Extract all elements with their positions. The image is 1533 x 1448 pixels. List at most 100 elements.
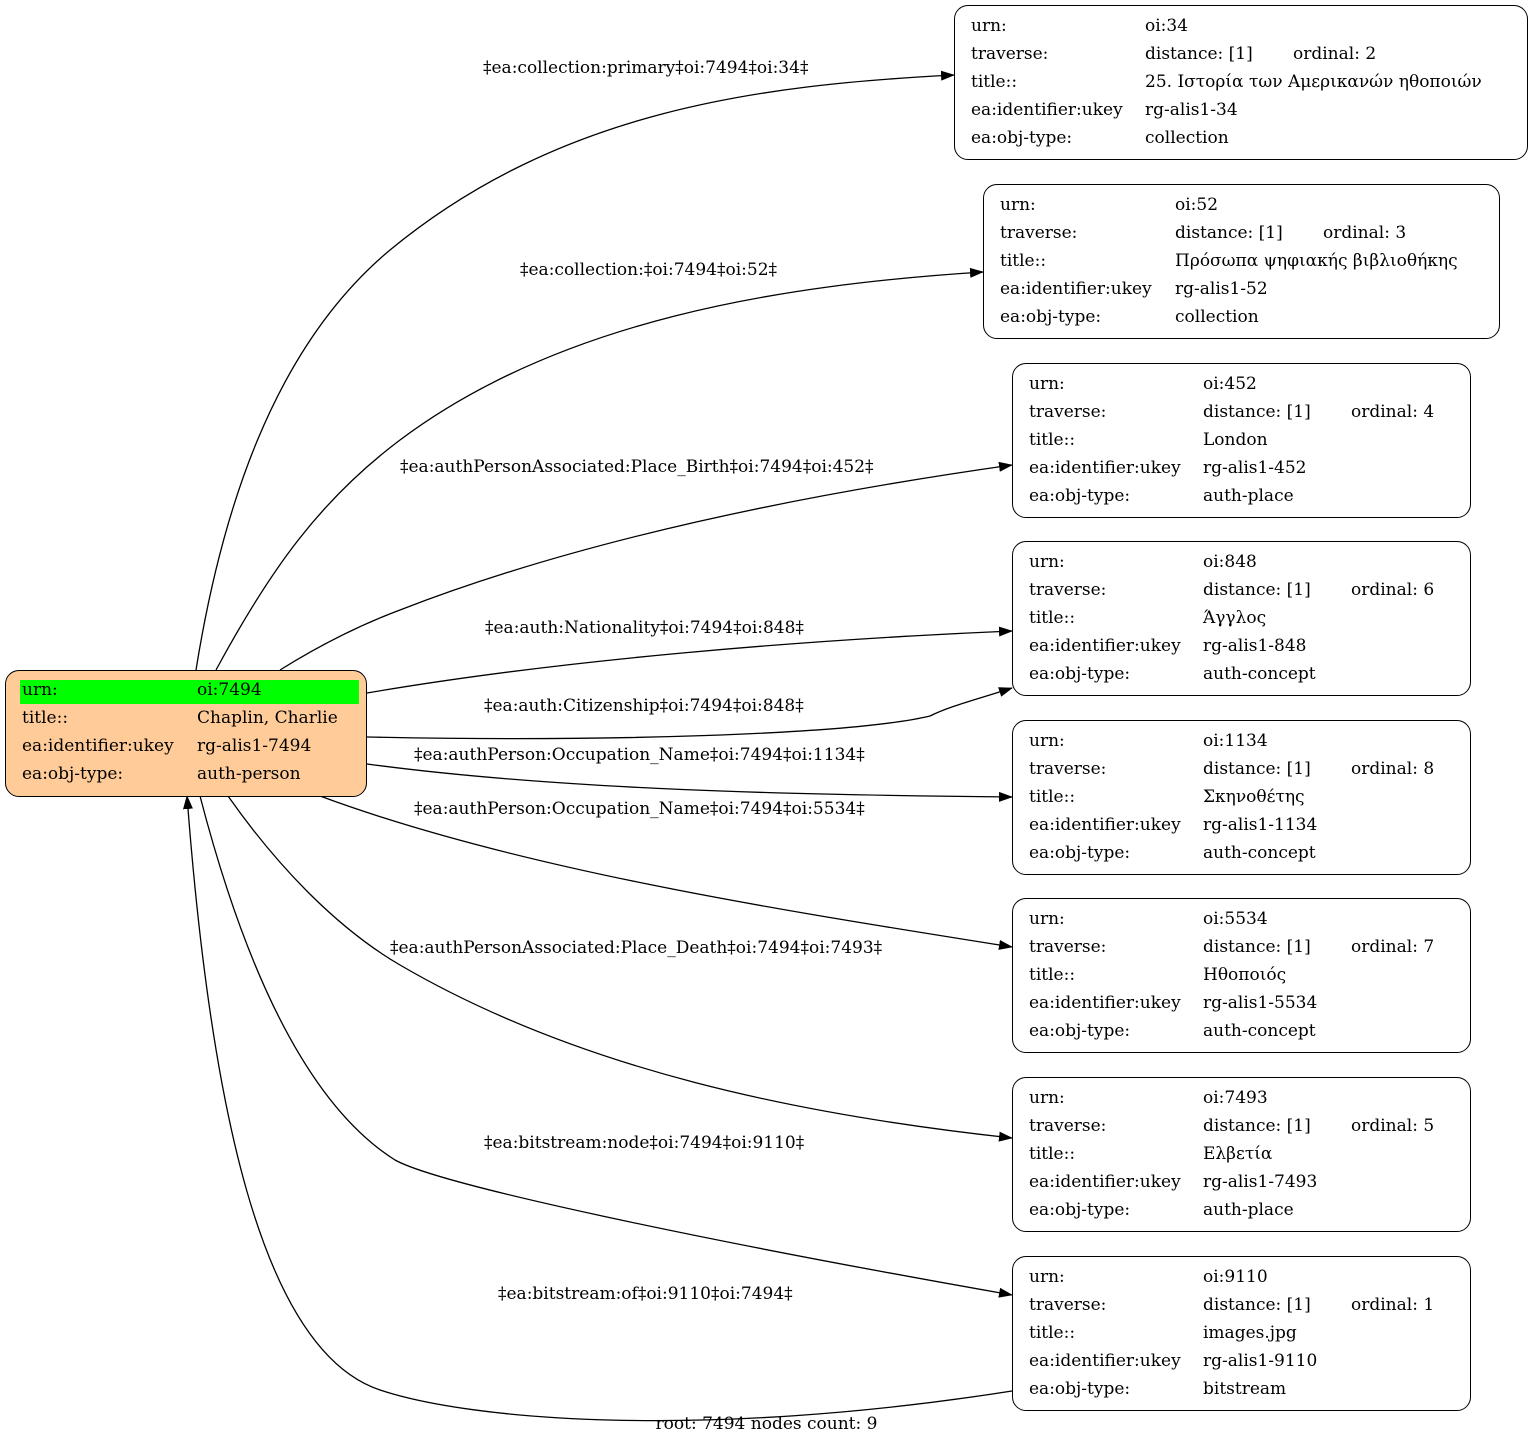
- title-key: title::: [1029, 430, 1076, 450]
- ukey-value: rg-alis1-34: [1145, 100, 1238, 120]
- edge-label-occupation-5534: ‡ea:authPerson:Occupation_Name‡oi:7494‡o…: [414, 799, 865, 819]
- root-urn-value: oi:7494: [197, 680, 262, 700]
- edge-place-death: [227, 795, 1013, 1142]
- title-value: Άγγλος: [1203, 608, 1267, 628]
- traverse-key: traverse:: [971, 44, 1049, 64]
- node-oi-452[interactable]: urn:oi:452 traverse:distance: [1]ordinal…: [1012, 363, 1471, 518]
- ukey-value: rg-alis1-452: [1203, 458, 1307, 478]
- urn-value: oi:452: [1203, 374, 1257, 394]
- urn-key: urn:: [1029, 552, 1065, 572]
- ordinal-value: ordinal: 4: [1351, 402, 1435, 422]
- urn-value: oi:7493: [1203, 1088, 1268, 1108]
- type-key: ea:obj-type:: [1029, 1021, 1131, 1041]
- type-value: collection: [1175, 307, 1259, 327]
- ukey-key: ea:identifier:ukey: [1029, 1172, 1181, 1192]
- title-value: London: [1203, 430, 1268, 450]
- edge-label-nationality: ‡ea:auth:Nationality‡oi:7494‡oi:848‡: [485, 618, 804, 638]
- title-value: Ελβετία: [1203, 1144, 1273, 1164]
- edge-label-place-death: ‡ea:authPersonAssociated:Place_Death‡oi:…: [390, 938, 883, 958]
- root-node[interactable]: urn: oi:7494 title:: Chaplin, Charlie ea…: [5, 670, 367, 797]
- title-key: title::: [971, 72, 1018, 92]
- type-key: ea:obj-type:: [1029, 486, 1131, 506]
- root-ukey-value: rg-alis1-7494: [197, 736, 312, 756]
- ukey-value: rg-alis1-5534: [1203, 993, 1318, 1013]
- type-value: auth-concept: [1203, 843, 1316, 863]
- type-value: bitstream: [1203, 1379, 1287, 1399]
- root-row-urn: urn: oi:7494: [6, 676, 366, 704]
- urn-key: urn:: [1029, 374, 1065, 394]
- ukey-key: ea:identifier:ukey: [1029, 458, 1181, 478]
- node-oi-9110[interactable]: urn:oi:9110 traverse:distance: [1]ordina…: [1012, 1256, 1471, 1411]
- ordinal-value: ordinal: 1: [1351, 1295, 1435, 1315]
- node-oi-34[interactable]: urn:oi:34 traverse:distance: [1]ordinal:…: [954, 5, 1528, 160]
- root-title-value: Chaplin, Charlie: [197, 708, 338, 728]
- urn-key: urn:: [1029, 1088, 1065, 1108]
- type-value: auth-concept: [1203, 664, 1316, 684]
- urn-value: oi:9110: [1203, 1267, 1268, 1287]
- traverse-key: traverse:: [1029, 937, 1107, 957]
- root-type-key: ea:obj-type:: [22, 764, 124, 784]
- type-key: ea:obj-type:: [1029, 1200, 1131, 1220]
- edge-place-birth: [279, 461, 1013, 671]
- urn-key: urn:: [1000, 195, 1036, 215]
- title-key: title::: [1000, 251, 1047, 271]
- title-value: Σκηνοθέτης: [1203, 787, 1305, 807]
- urn-highlight-value: [195, 680, 359, 704]
- traverse-key: traverse:: [1029, 1116, 1107, 1136]
- type-value: auth-place: [1203, 1200, 1294, 1220]
- type-value: auth-concept: [1203, 1021, 1316, 1041]
- title-key: title::: [1029, 608, 1076, 628]
- title-key: title::: [1029, 965, 1076, 985]
- type-key: ea:obj-type:: [1029, 1379, 1131, 1399]
- ukey-key: ea:identifier:ukey: [1029, 815, 1181, 835]
- title-key: title::: [1029, 1144, 1076, 1164]
- edge-label-bitstream-node: ‡ea:bitstream:node‡oi:7494‡oi:9110‡: [484, 1133, 805, 1153]
- edge-label-citizenship: ‡ea:auth:Citizenship‡oi:7494‡oi:848‡: [484, 696, 804, 716]
- root-row-title: title:: Chaplin, Charlie: [6, 704, 366, 732]
- distance-value: distance: [1]: [1203, 580, 1311, 600]
- traverse-key: traverse:: [1029, 759, 1107, 779]
- type-key: ea:obj-type:: [1029, 843, 1131, 863]
- urn-key: urn:: [1029, 909, 1065, 929]
- edge-citizenship: [366, 687, 1013, 740]
- urn-highlight-key: [20, 680, 195, 704]
- node-oi-7493[interactable]: urn:oi:7493 traverse:distance: [1]ordina…: [1012, 1077, 1471, 1232]
- root-ukey-key: ea:identifier:ukey: [22, 736, 174, 756]
- type-key: ea:obj-type:: [1029, 664, 1131, 684]
- edge-bitstream-node: [199, 795, 1013, 1298]
- traverse-key: traverse:: [1029, 580, 1107, 600]
- graph-footer: root: 7494 nodes count: 9: [655, 1414, 878, 1434]
- ordinal-value: ordinal: 3: [1323, 223, 1407, 243]
- ukey-value: rg-alis1-1134: [1203, 815, 1318, 835]
- ukey-key: ea:identifier:ukey: [1000, 279, 1152, 299]
- ukey-value: rg-alis1-9110: [1203, 1351, 1318, 1371]
- traverse-key: traverse:: [1029, 1295, 1107, 1315]
- root-row-ukey: ea:identifier:ukey rg-alis1-7494: [6, 732, 366, 760]
- title-key: title::: [1029, 787, 1076, 807]
- edge-occupation-1134: [366, 763, 1013, 802]
- ukey-value: rg-alis1-52: [1175, 279, 1268, 299]
- node-oi-1134[interactable]: urn:oi:1134 traverse:distance: [1]ordina…: [1012, 720, 1471, 875]
- ukey-value: rg-alis1-848: [1203, 636, 1307, 656]
- urn-value: oi:1134: [1203, 731, 1268, 751]
- urn-key: urn:: [1029, 1267, 1065, 1287]
- edge-collection-primary: [195, 70, 955, 671]
- urn-value: oi:5534: [1203, 909, 1268, 929]
- title-value: Πρόσωπα ψηφιακής βιβλιοθήκης: [1175, 251, 1458, 271]
- distance-value: distance: [1]: [1145, 44, 1253, 64]
- distance-value: distance: [1]: [1203, 759, 1311, 779]
- edge-label-bitstream-of: ‡ea:bitstream:of‡oi:9110‡oi:7494‡: [498, 1284, 793, 1304]
- node-oi-5534[interactable]: urn:oi:5534 traverse:distance: [1]ordina…: [1012, 898, 1471, 1053]
- urn-value: oi:848: [1203, 552, 1257, 572]
- urn-value: oi:52: [1175, 195, 1219, 215]
- edge-label-collection: ‡ea:collection:‡oi:7494‡oi:52‡: [520, 260, 778, 280]
- node-oi-848[interactable]: urn: oi:848 traverse: distance: [1] ordinal…: [1012, 541, 1471, 696]
- edge-collection: [215, 267, 984, 671]
- title-key: title::: [1029, 1323, 1076, 1343]
- ordinal-value: ordinal: 8: [1351, 759, 1435, 779]
- node-oi-52[interactable]: urn:oi:52 traverse:distance: [1]ordinal:…: [983, 184, 1500, 339]
- traverse-key: traverse:: [1029, 402, 1107, 422]
- edge-label-collection-primary: ‡ea:collection:primary‡oi:7494‡oi:34‡: [483, 58, 809, 78]
- ordinal-value: ordinal: 6: [1351, 580, 1435, 600]
